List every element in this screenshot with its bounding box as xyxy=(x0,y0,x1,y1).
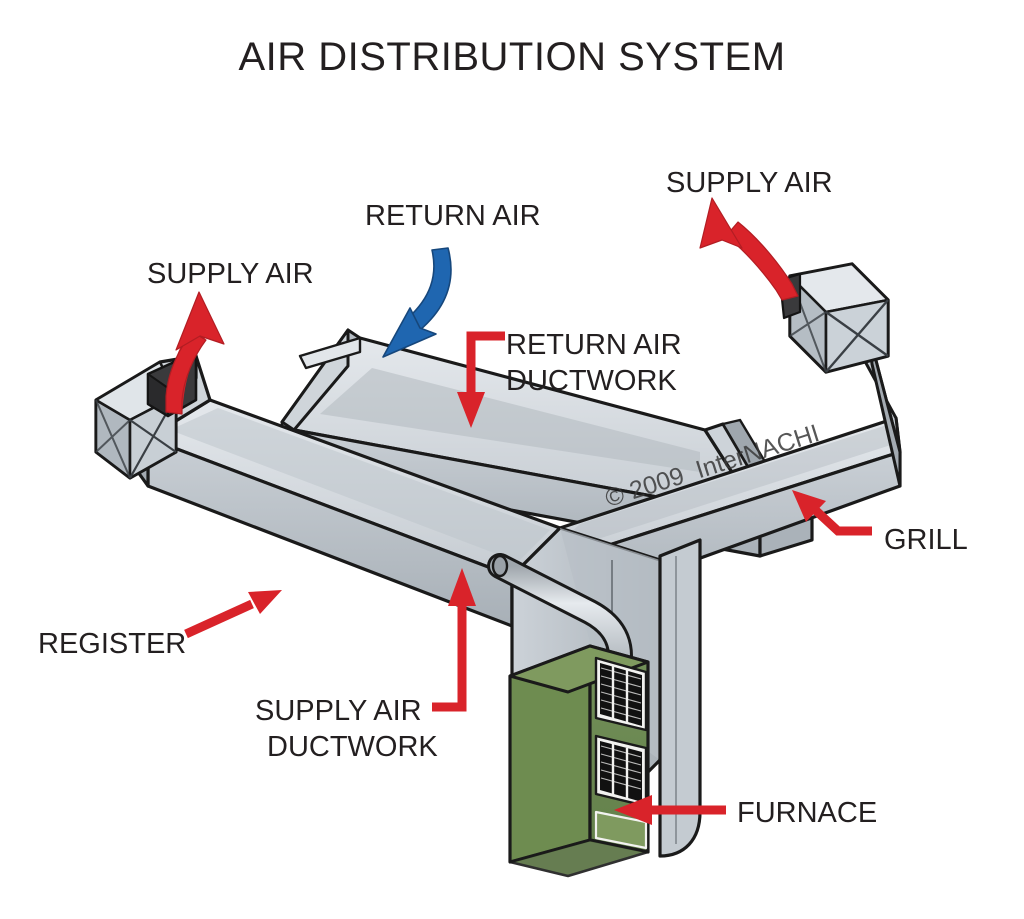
label-supply-air-ductwork-line2: DUCTWORK xyxy=(267,731,438,763)
furnace-access-panel xyxy=(594,810,648,850)
return-air-ductwork xyxy=(280,328,814,558)
label-supply-air-ductwork-line1: SUPPLY AIR xyxy=(255,695,422,727)
leader-grill xyxy=(792,490,872,536)
furnace xyxy=(508,644,650,878)
furnace-vent-upper xyxy=(594,656,648,732)
page-title: AIR DISTRIBUTION SYSTEM xyxy=(238,35,785,79)
leader-supply-air-ductwork xyxy=(432,568,476,712)
furnace-vent-lower xyxy=(594,734,648,808)
label-supply-air-left: SUPPLY AIR xyxy=(147,258,314,290)
label-grill: GRILL xyxy=(884,524,968,556)
label-return-air-ductwork-line1: RETURN AIR xyxy=(506,329,682,361)
supply-air-arrow-right xyxy=(699,197,799,301)
label-supply-air-right: SUPPLY AIR xyxy=(666,167,833,199)
label-supply-air-ductwork: SUPPLY AIR DUCTWORK xyxy=(255,695,438,763)
leader-register xyxy=(184,590,282,639)
label-register: REGISTER xyxy=(38,628,186,660)
leader-return-air-ductwork xyxy=(457,331,505,428)
supply-air-arrow-left xyxy=(165,291,225,415)
label-furnace: FURNACE xyxy=(737,797,877,829)
label-return-air-ductwork-line2: DUCTWORK xyxy=(506,365,677,397)
label-return-air: RETURN AIR xyxy=(365,200,541,232)
label-return-air-ductwork: RETURN AIR DUCTWORK xyxy=(506,329,682,397)
return-air-arrow xyxy=(382,247,452,358)
leader-furnace xyxy=(614,795,726,825)
duct-end-cap-right xyxy=(788,262,890,374)
